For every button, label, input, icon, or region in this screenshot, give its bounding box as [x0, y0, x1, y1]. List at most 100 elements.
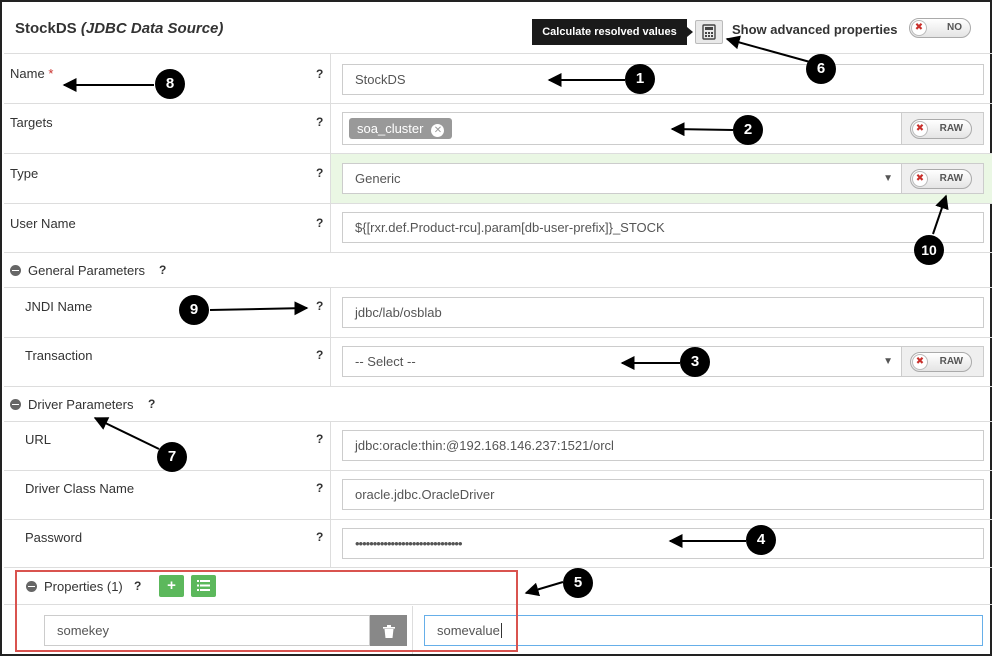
property-divider	[412, 606, 413, 654]
jndi-name-label: JNDI Name	[25, 299, 93, 314]
calculate-resolved-values-button[interactable]	[695, 20, 723, 44]
type-row: Type ? Generic ▼ ✖ RAW	[4, 154, 992, 204]
minus-circle-icon[interactable]	[10, 399, 21, 410]
password-label: Password	[25, 530, 83, 545]
callout-4: 4	[746, 525, 776, 555]
column-divider	[330, 288, 331, 337]
url-row: URL ? jdbc:oracle:thin:@192.168.146.237:…	[4, 422, 992, 471]
help-icon[interactable]: ?	[316, 67, 324, 81]
transaction-raw-toggle[interactable]: ✖ RAW	[910, 352, 972, 372]
help-icon[interactable]: ?	[134, 579, 142, 593]
help-icon[interactable]: ?	[316, 115, 324, 129]
driver-class-input[interactable]: oracle.jdbc.OracleDriver	[342, 479, 984, 510]
properties-label: Properties (1)	[44, 579, 123, 594]
type-select-value: Generic	[355, 171, 401, 186]
list-properties-button[interactable]	[191, 575, 216, 597]
callout-7: 7	[157, 442, 187, 472]
callout-8: 8	[155, 69, 185, 99]
jndi-name-input[interactable]: jdbc/lab/osblab	[342, 297, 984, 328]
help-icon[interactable]: ?	[316, 299, 324, 313]
name-input[interactable]: StockDS	[342, 64, 984, 95]
help-icon[interactable]: ?	[316, 481, 324, 495]
column-divider	[330, 104, 331, 153]
url-label: URL	[25, 432, 52, 447]
password-input[interactable]: ••••••••••••••••••••••••••••••	[342, 528, 984, 559]
type-raw-toggle[interactable]: ✖ RAW	[910, 169, 972, 189]
help-icon[interactable]: ?	[316, 166, 324, 180]
properties-section: Properties (1) ? +	[4, 568, 992, 605]
column-divider	[330, 54, 331, 103]
required-marker: *	[48, 66, 54, 81]
chevron-down-icon: ▼	[883, 173, 893, 184]
targets-raw-toggle[interactable]: ✖ RAW	[910, 119, 972, 139]
driver-parameters-section: Driver Parameters ?	[4, 387, 992, 422]
targets-input[interactable]: soa_cluster✕	[342, 112, 902, 145]
title-subtitle: (JDBC Data Source)	[80, 20, 224, 37]
type-select[interactable]: Generic ▼	[342, 163, 902, 194]
url-input[interactable]: jdbc:oracle:thin:@192.168.146.237:1521/o…	[342, 430, 984, 461]
driver-class-row: Driver Class Name ? oracle.jdbc.OracleDr…	[4, 471, 992, 520]
help-icon[interactable]: ?	[316, 216, 324, 230]
column-divider	[330, 338, 331, 386]
raw-label: RAW	[939, 173, 963, 184]
callout-5: 5	[563, 568, 593, 598]
general-parameters-label: General Parameters	[28, 263, 146, 278]
add-property-button[interactable]: +	[159, 575, 184, 597]
delete-property-button[interactable]	[370, 615, 407, 646]
driver-parameters-label: Driver Parameters	[28, 397, 134, 412]
minus-circle-icon[interactable]	[26, 581, 37, 592]
raw-label: RAW	[939, 356, 963, 367]
transaction-row: Transaction ? -- Select -- ▼ ✖ RAW	[4, 338, 992, 387]
callout-1: 1	[625, 64, 655, 94]
close-icon[interactable]: ✕	[431, 124, 445, 137]
raw-toggle-container: ✖ RAW	[901, 112, 984, 145]
editor-header: StockDS (JDBC Data Source) Calculate res…	[4, 4, 992, 54]
help-icon[interactable]: ?	[159, 263, 167, 277]
callout-6: 6	[806, 54, 836, 84]
column-divider	[330, 520, 331, 567]
raw-toggle-container: ✖ RAW	[901, 163, 984, 194]
jndi-name-row: JNDI Name ? jdbc/lab/osblab	[4, 288, 992, 338]
property-value-text: somevalue	[437, 623, 500, 638]
callout-3: 3	[680, 347, 710, 377]
name-label-text: Name	[10, 66, 45, 81]
user-name-input[interactable]: ${[rxr.def.Product-rcu].param[db-user-pr…	[342, 212, 984, 243]
help-icon[interactable]: ?	[148, 397, 156, 411]
target-chip[interactable]: soa_cluster✕	[349, 118, 453, 139]
help-icon[interactable]: ?	[316, 348, 324, 362]
transaction-select-value: -- Select --	[355, 354, 416, 369]
targets-label: Targets	[10, 115, 53, 130]
column-divider	[330, 154, 331, 203]
callout-2: 2	[733, 115, 763, 145]
show-advanced-label: Show advanced properties	[732, 22, 898, 37]
help-icon[interactable]: ?	[316, 530, 324, 544]
title-name: StockDS	[15, 20, 77, 37]
general-parameters-section: General Parameters ?	[4, 253, 992, 288]
calculator-icon	[702, 24, 716, 40]
property-key-input[interactable]: somekey	[44, 615, 370, 646]
transaction-select[interactable]: -- Select -- ▼	[342, 346, 902, 377]
column-divider	[330, 204, 331, 252]
annotation-highlight-box	[15, 570, 518, 652]
advanced-properties-toggle[interactable]: ✖ NO	[909, 18, 971, 38]
chevron-down-icon: ▼	[883, 356, 893, 367]
x-icon: ✖	[912, 121, 928, 137]
password-row: Password ? •••••••••••••••••••••••••••••…	[4, 520, 992, 568]
name-label: Name *	[10, 66, 53, 81]
transaction-label: Transaction	[25, 348, 93, 363]
raw-label: RAW	[939, 123, 963, 134]
list-icon	[197, 580, 210, 591]
x-icon: ✖	[912, 171, 928, 187]
user-name-label: User Name	[10, 216, 76, 231]
toggle-state: NO	[947, 22, 962, 33]
x-icon: ✖	[912, 354, 928, 370]
trash-icon	[382, 624, 395, 638]
callout-9: 9	[179, 295, 209, 325]
minus-circle-icon[interactable]	[10, 265, 21, 276]
help-icon[interactable]: ?	[316, 432, 324, 446]
page-title: StockDS (JDBC Data Source)	[15, 20, 223, 37]
targets-row: Targets ? soa_cluster✕ ✖ RAW	[4, 104, 992, 154]
name-row: Name * ? StockDS	[4, 54, 992, 104]
calculate-tooltip: Calculate resolved values	[532, 19, 693, 45]
